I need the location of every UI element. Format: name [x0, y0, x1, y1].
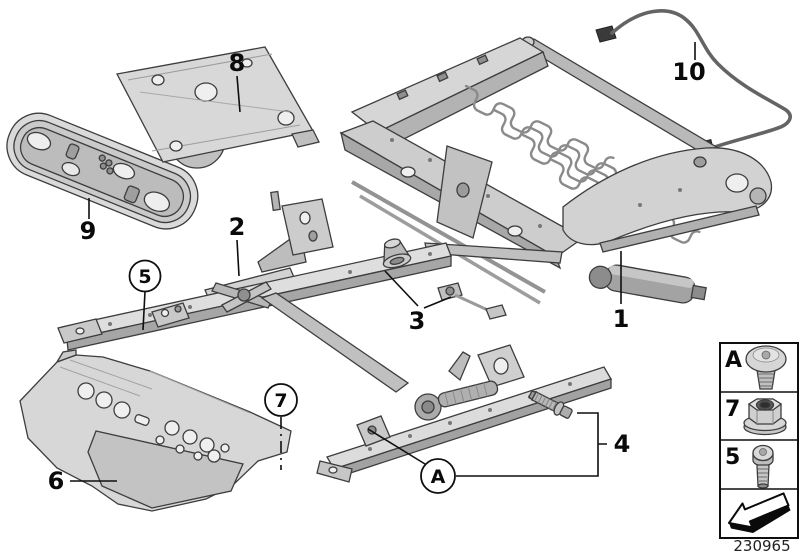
fastener-legend: A 7 5 [719, 342, 799, 539]
legend-row-a: A [725, 345, 787, 390]
leader-lines [70, 42, 696, 482]
label-part-3[interactable]: 3 [409, 307, 426, 335]
rear-cross-panel-part9 [6, 112, 199, 230]
callout-a[interactable]: A [420, 458, 456, 494]
legend-key-a: A [725, 348, 742, 373]
cheese-head-screw-icon [752, 444, 774, 489]
label-part-9[interactable]: 9 [80, 217, 97, 245]
legend-key-5: 5 [725, 445, 740, 470]
callout-7-text: 7 [274, 390, 287, 412]
upper-seat-rail-part2 [57, 190, 452, 393]
diagram-number: 230965 [733, 537, 790, 555]
button-head-screw-icon [745, 345, 787, 390]
legend-row-7: 7 [725, 397, 787, 436]
direction-of-travel-arrow-icon [728, 492, 791, 533]
seat-frame-part1 [339, 36, 773, 305]
label-part-1[interactable]: 1 [613, 305, 630, 333]
floor-panel-part6 [19, 349, 292, 512]
callout-a-text: A [431, 466, 446, 488]
label-part-10[interactable]: 10 [672, 58, 705, 86]
flange-nut-icon [743, 398, 787, 436]
legend-row-arrow [728, 492, 791, 533]
callout-7[interactable]: 7 [264, 383, 298, 417]
legend-row-5: 5 [725, 444, 774, 489]
pan-bracket-plate-part8 [116, 46, 320, 169]
label-part-4[interactable]: 4 [614, 430, 631, 458]
lower-seat-rail-part4 [316, 344, 612, 483]
label-part-2[interactable]: 2 [229, 213, 246, 241]
label-part-8[interactable]: 8 [229, 49, 246, 77]
callout-5-text: 5 [138, 266, 151, 288]
part-labels: 1 2 3 4 6 8 9 10 [48, 49, 706, 495]
legend-key-7: 7 [725, 397, 740, 422]
rail-bolt [528, 390, 573, 419]
grommet-linkage-part3 [382, 238, 507, 320]
callout-5[interactable]: 5 [128, 259, 162, 293]
label-part-6[interactable]: 6 [48, 467, 65, 495]
seat-motor [588, 264, 707, 304]
